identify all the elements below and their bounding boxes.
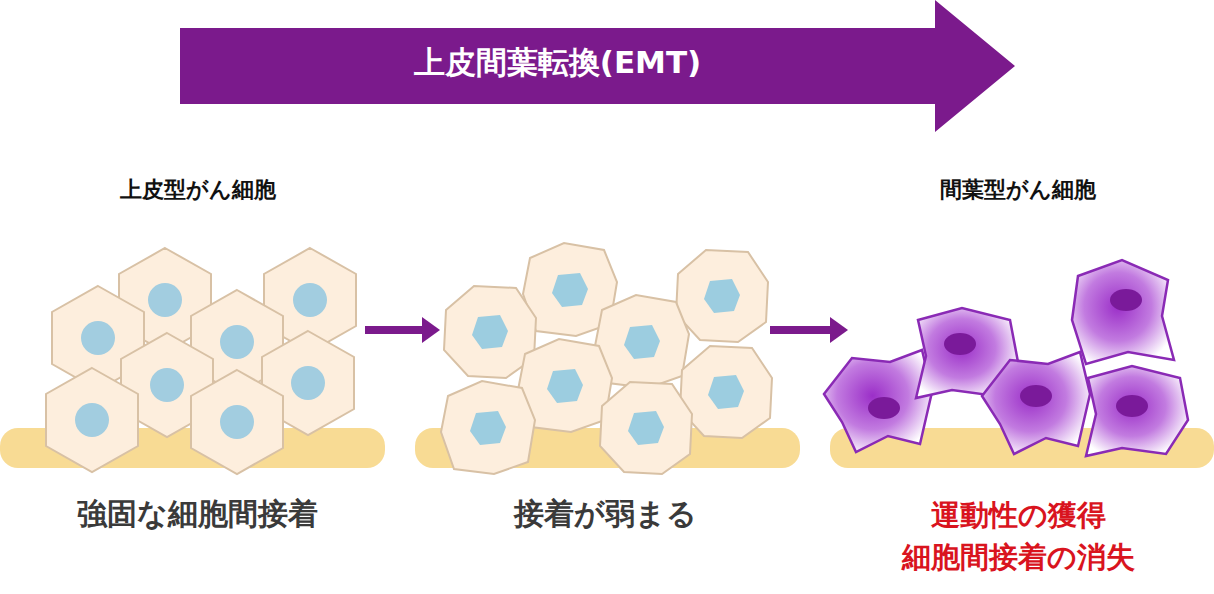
stage-arrow xyxy=(770,317,848,343)
stage-panel: 接着が弱まる xyxy=(440,160,770,580)
stage-panel: 上皮型がん細胞強固な細胞間接着 xyxy=(30,160,365,580)
stage-heading: 上皮型がん細胞 xyxy=(30,174,365,206)
stage-caption: 運動性の獲得 細胞間接着の消失 xyxy=(878,494,1158,578)
stage-caption: 強固な細胞間接着 xyxy=(30,494,365,534)
stage-arrow xyxy=(365,317,440,343)
process-arrow: 上皮間葉転換(EMT) xyxy=(180,0,1015,132)
stage-heading: 間葉型がん細胞 xyxy=(848,174,1188,206)
stage-panel: 間葉型がん細胞運動性の獲得 細胞間接着の消失 xyxy=(848,160,1188,580)
stage-caption: 接着が弱まる xyxy=(440,494,770,534)
arrow-label: 上皮間葉転換(EMT) xyxy=(180,42,935,82)
